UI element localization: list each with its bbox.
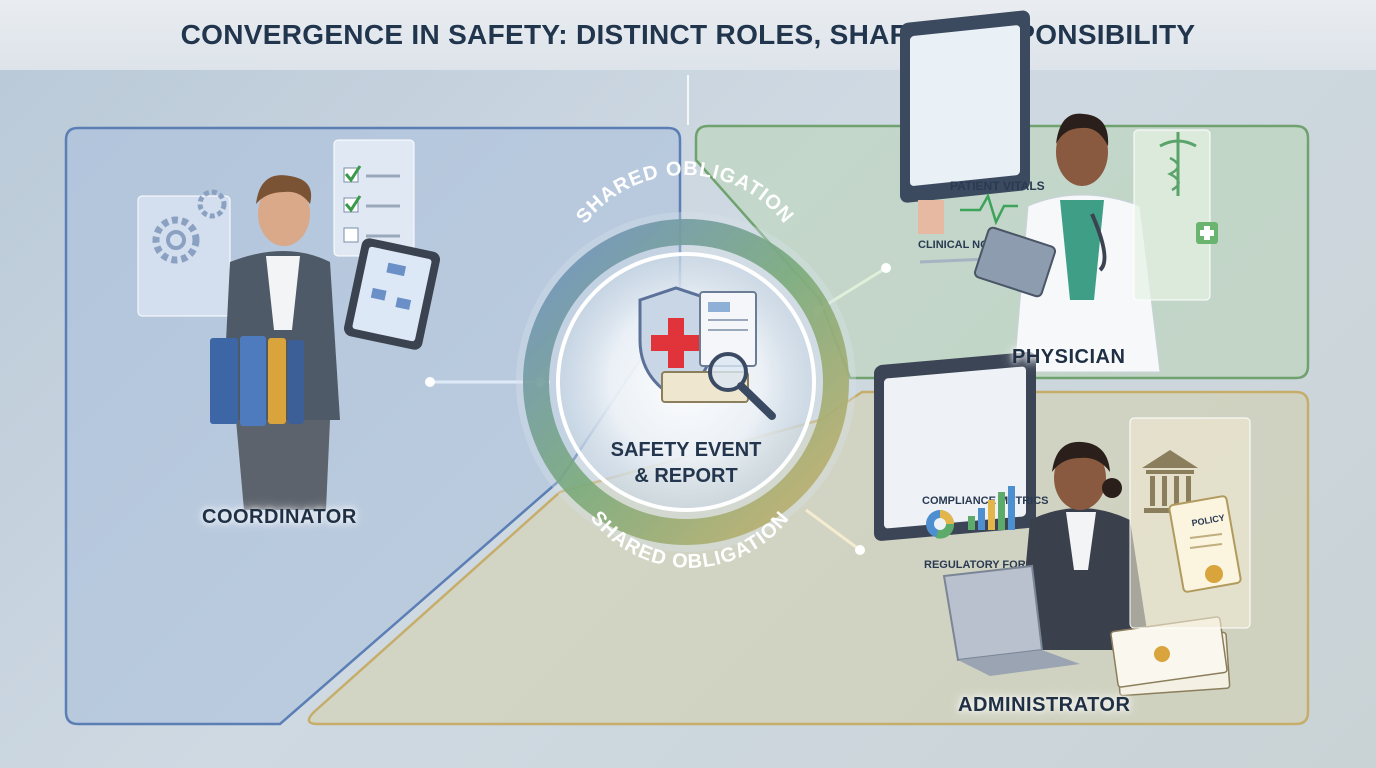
medical-cross-icon	[1196, 222, 1218, 244]
gear-icon	[152, 189, 227, 264]
administrator-illustration: COMPLIANCE METRICS REGULATORY FORMS	[874, 352, 1251, 697]
binder-icon	[210, 338, 238, 424]
hub-title-line2: & REPORT	[634, 465, 737, 487]
physician-label: PHYSICIAN	[1012, 346, 1126, 368]
connector-node	[881, 263, 891, 273]
policy-scroll-icon	[1168, 495, 1242, 593]
pie-chart-icon	[926, 510, 955, 539]
laptop-icon	[942, 564, 1080, 676]
administrator-head	[1054, 446, 1106, 510]
connector-node	[855, 545, 865, 555]
hub-title-line1: SAFETY EVENT	[611, 439, 762, 461]
connector-administrator	[805, 508, 861, 552]
document-stack-icon	[1110, 616, 1231, 697]
coordinator-label: COORDINATOR	[202, 506, 357, 528]
heartbeat-icon	[960, 192, 1018, 226]
administrator-label: ADMINISTRATOR	[958, 694, 1131, 716]
medical-panel	[1133, 129, 1211, 301]
physician-illustration: PATIENT VITALS CLINICAL NOTES	[900, 10, 1218, 373]
coordinator-illustration	[137, 139, 441, 510]
checklist-icon	[343, 165, 400, 243]
binder-icon	[268, 338, 286, 424]
binder-icon	[240, 336, 266, 426]
coordinator-head	[258, 182, 310, 246]
physician-head	[1056, 118, 1108, 186]
vitals-screen-title: PATIENT VITALS	[950, 179, 1045, 193]
clipboard-icon	[973, 226, 1057, 298]
tablet-icon	[343, 238, 441, 350]
connector-node	[425, 377, 435, 387]
caduceus-icon	[1159, 132, 1197, 196]
compliance-screen-title: COMPLIANCE METRICS	[922, 495, 1049, 507]
connector-physician	[817, 266, 887, 312]
stethoscope-icon	[1090, 213, 1107, 272]
bar-chart-icon	[968, 486, 1015, 530]
patient-photo-icon	[918, 200, 944, 234]
administrator-suit	[1018, 508, 1150, 650]
binder-icon	[288, 340, 304, 424]
magnifier-icon	[708, 352, 776, 420]
obligation-ring	[523, 219, 849, 545]
